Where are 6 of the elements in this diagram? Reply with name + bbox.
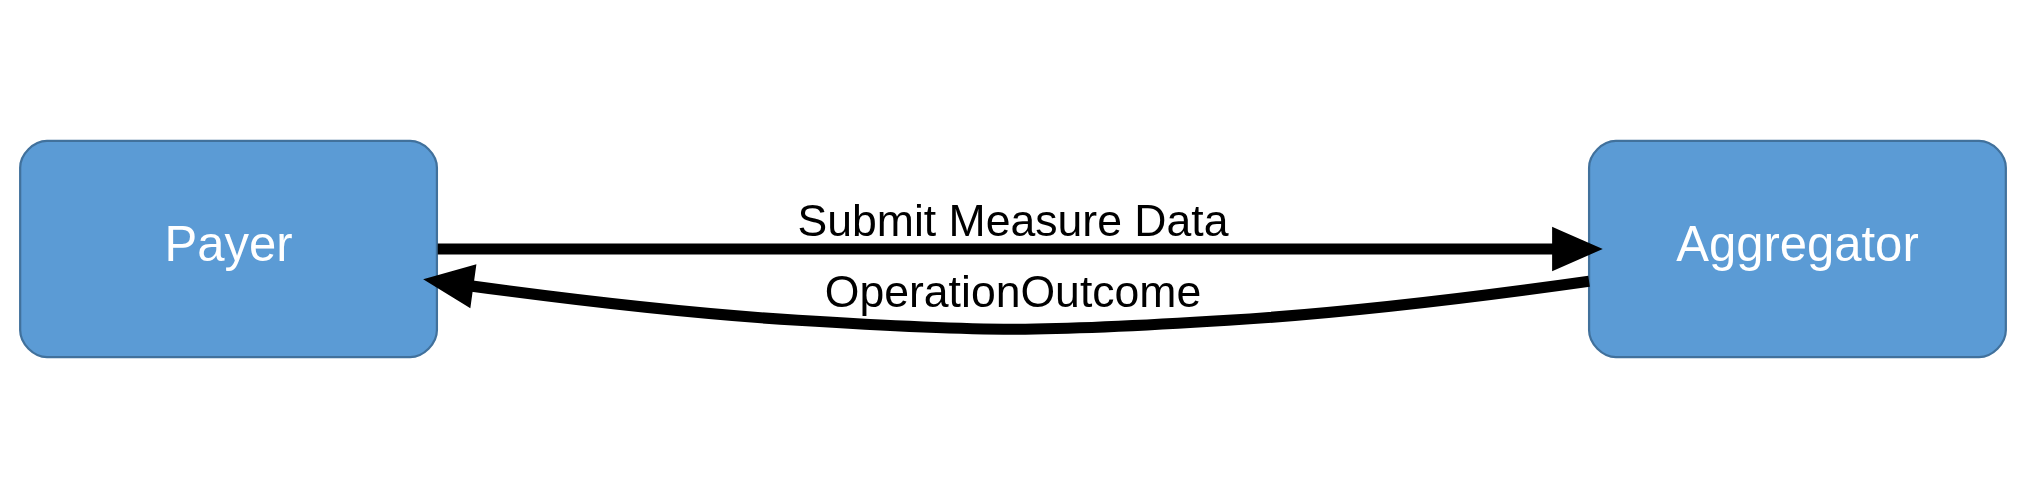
edge-label: Submit Measure Data [797, 195, 1229, 245]
arrow [437, 226, 1603, 271]
node-box: Payer [19, 139, 439, 358]
arrow [423, 263, 1590, 335]
edge-label: OperationOutcome [824, 266, 1202, 316]
node-box: Aggregator [1587, 139, 2007, 358]
